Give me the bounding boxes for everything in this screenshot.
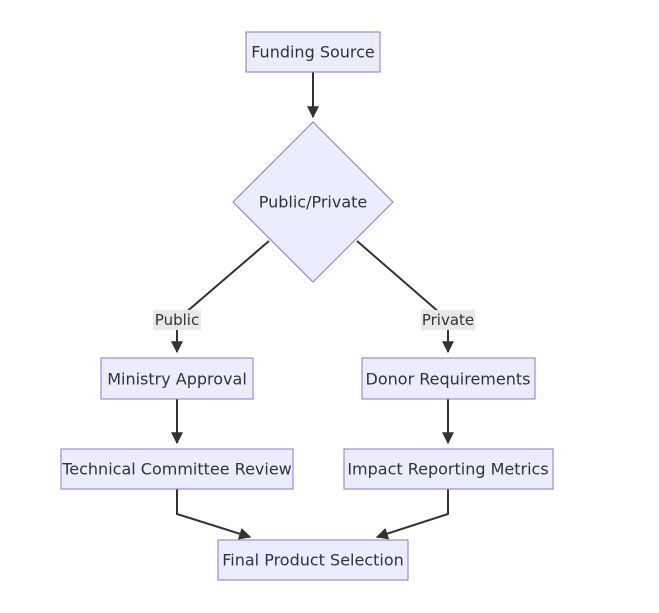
node-donor-requirements: Donor Requirements (361, 357, 536, 400)
edge-label-public-text: Public (155, 311, 199, 329)
node-ministry-approval-label: Ministry Approval (107, 370, 247, 389)
node-technical-committee-review-label: Technical Committee Review (61, 460, 292, 479)
node-public-private-decision: Public/Private (232, 121, 394, 283)
edge-label-public: Public (153, 310, 201, 330)
node-public-private-label: Public/Private (259, 193, 368, 212)
node-donor-requirements-label: Donor Requirements (366, 370, 531, 389)
edge-impact-to-final (375, 489, 449, 540)
edge-label-private-text: Private (422, 311, 474, 329)
node-impact-reporting-metrics-label: Impact Reporting Metrics (347, 460, 548, 479)
node-final-product-selection: Final Product Selection (217, 539, 409, 581)
node-final-product-selection-label: Final Product Selection (222, 551, 404, 570)
node-funding-source: Funding Source (245, 31, 381, 73)
edge-decision-to-ministry (171, 240, 270, 354)
edge-decision-to-donor (356, 240, 454, 354)
node-ministry-approval: Ministry Approval (100, 357, 254, 400)
node-impact-reporting-metrics: Impact Reporting Metrics (343, 448, 554, 490)
edge-technical-to-final (176, 489, 252, 540)
node-funding-source-label: Funding Source (251, 43, 375, 62)
node-technical-committee-review: Technical Committee Review (60, 448, 294, 490)
edge-label-private: Private (421, 310, 475, 330)
